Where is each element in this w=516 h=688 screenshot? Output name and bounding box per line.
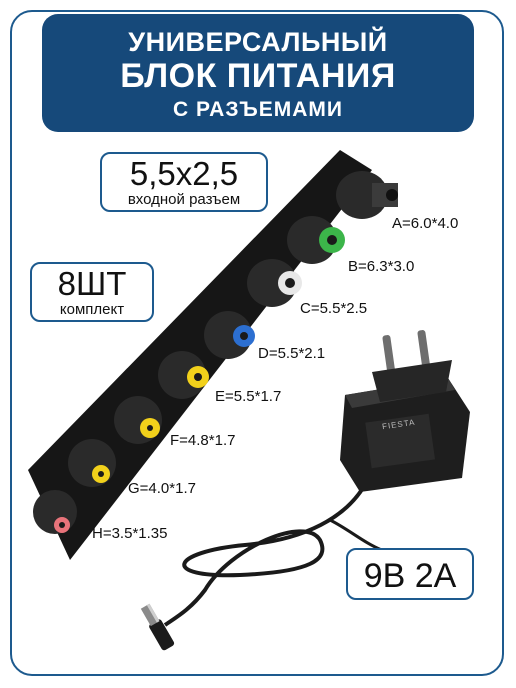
connector-a [336,171,398,219]
input-connector-box: 5,5x2,5 входной разъем [100,152,268,212]
connector-h [33,490,77,534]
connector-d [204,311,255,359]
connector-d-label: D=5.5*2.1 [258,345,326,362]
kit-count: 8ШТ [57,265,127,302]
connector-h-label: H=3.5*1.35 [92,525,168,542]
output-plug [140,603,175,651]
connector-g [68,439,116,487]
title-banner: УНИВЕРСАЛЬНЫЙ БЛОК ПИТАНИЯ С РАЗЪЕМАМИ [42,14,474,132]
connector-b [287,216,345,264]
connector-c [247,259,302,307]
connector-g-label: G=4.0*1.7 [128,480,196,497]
connector-e [158,351,209,399]
input-connector-size: 5,5x2,5 [129,155,239,192]
spec-box: 9В 2А [346,548,474,600]
page-frame [10,10,504,676]
connector-f-label: F=4.8*1.7 [170,432,236,449]
power-adapter-body [340,330,470,492]
kit-box: 8ШТ комплект [30,262,154,322]
connector-c-label: C=5.5*2.5 [300,300,368,317]
input-connector-caption: входной разъем [127,191,241,208]
spec-value: 9В 2А [363,557,457,595]
connector-a-label: A=6.0*4.0 [392,215,459,232]
title-line-3: С РАЗЪЕМАМИ [173,98,343,121]
adapter-cable [163,474,372,627]
title-line-2: БЛОК ПИТАНИЯ [120,57,396,95]
title-line-1: УНИВЕРСАЛЬНЫЙ [128,27,388,57]
connector-e-label: E=5.5*1.7 [215,388,282,405]
connector-b-label: B=6.3*3.0 [348,258,415,275]
connector-f [114,396,162,444]
kit-caption: комплект [59,301,125,318]
